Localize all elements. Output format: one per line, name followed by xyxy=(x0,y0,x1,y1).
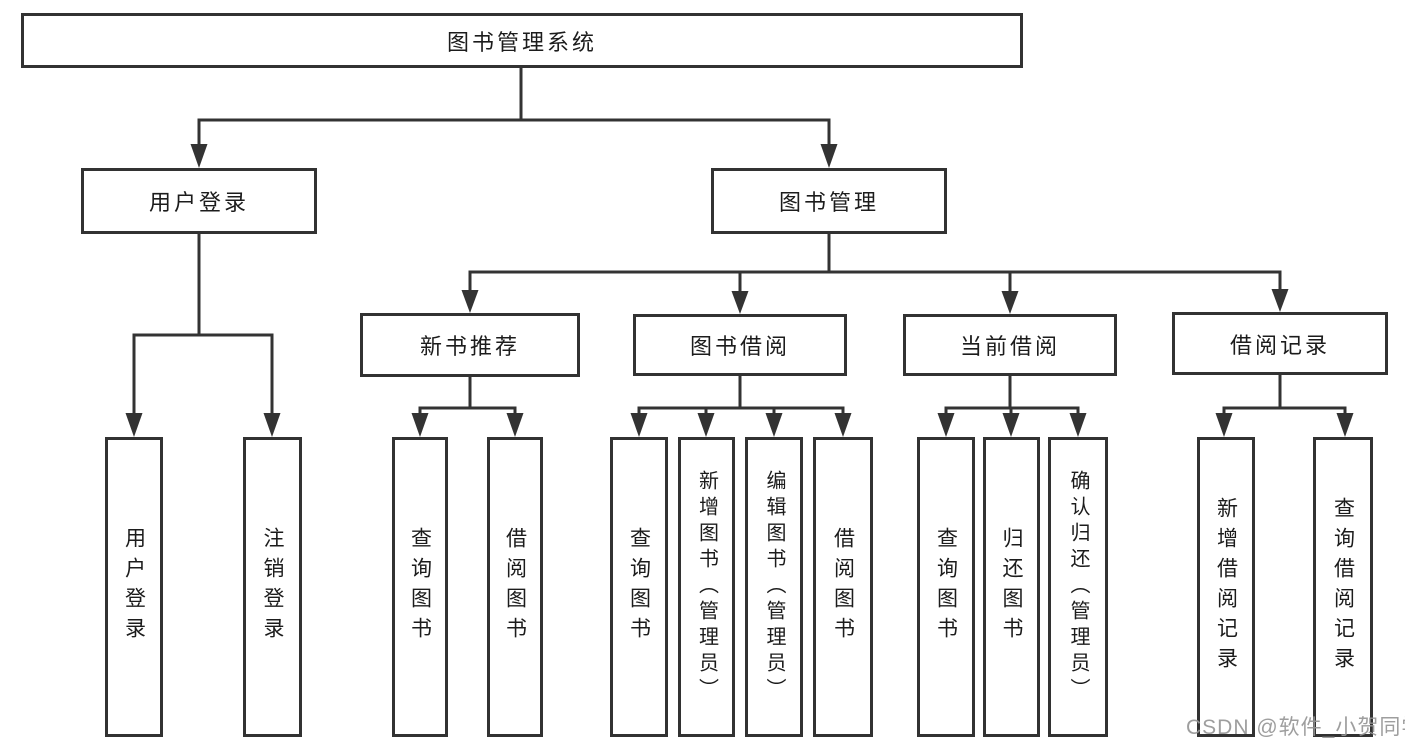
connector-root xyxy=(197,66,831,146)
leaf-logout: 注销登录 xyxy=(243,437,302,737)
leaf-add-book-admin: 新增图书（管理员） xyxy=(678,437,735,737)
watermark: CSDN @软件_小贺同学 xyxy=(1186,716,1405,739)
leaf-add-borrow-record: 新增借阅记录 xyxy=(1197,437,1255,737)
leaf-edit-book-admin: 编辑图书（管理员） xyxy=(745,437,803,737)
leaf-query-borrow-record: 查询借阅记录 xyxy=(1313,437,1373,737)
leaf-query-books-recommend: 查询图书 xyxy=(392,437,448,737)
leaf-confirm-return-admin: 确认归还（管理员） xyxy=(1048,437,1108,737)
leaf-query-books-current: 查询图书 xyxy=(917,437,975,737)
node-library-management-system: 图书管理系统 xyxy=(21,13,1023,68)
connector-book-borrow xyxy=(637,376,845,416)
node-borrow-records: 借阅记录 xyxy=(1172,312,1388,375)
leaf-borrow-books: 借阅图书 xyxy=(813,437,873,737)
connector-current-borrow xyxy=(944,376,1080,416)
leaf-borrow-books-recommend: 借阅图书 xyxy=(487,437,543,737)
node-book-management: 图书管理 xyxy=(711,168,947,234)
leaf-user-login: 用户登录 xyxy=(105,437,163,737)
connector-new-book xyxy=(418,377,517,416)
node-book-borrow: 图书借阅 xyxy=(633,314,847,376)
leaf-query-books-borrow: 查询图书 xyxy=(610,437,668,737)
connector-book-management xyxy=(468,234,1282,292)
connector-borrow-records xyxy=(1222,375,1347,416)
node-current-borrow: 当前借阅 xyxy=(903,314,1117,376)
node-user-login: 用户登录 xyxy=(81,168,317,234)
leaf-return-books: 归还图书 xyxy=(983,437,1040,737)
connector-user-login xyxy=(132,234,274,416)
node-new-book-recommend: 新书推荐 xyxy=(360,313,580,377)
